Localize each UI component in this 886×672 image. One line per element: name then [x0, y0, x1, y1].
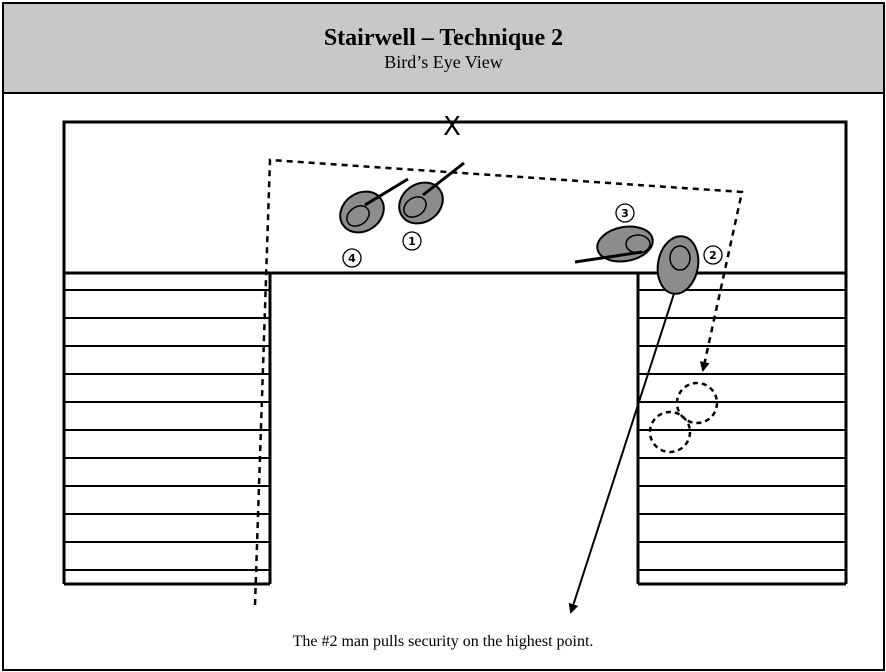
next-position-2: [648, 410, 692, 454]
svg-text:4: 4: [348, 252, 356, 265]
label-operator-4: 4: [342, 248, 362, 268]
label-operator-1: 1: [402, 231, 422, 251]
landing-outline: [62, 120, 848, 273]
diagram-caption: The #2 man pulls security on the highest…: [292, 633, 594, 650]
diagram-title: Stairwell – Technique 2: [323, 25, 564, 51]
label-operator-2: 2: [703, 245, 723, 265]
header-panel: Stairwell – Technique 2 Bird’s Eye View: [4, 4, 883, 94]
operator-1: [398, 161, 465, 225]
operator-2: [656, 235, 700, 295]
operator-4: [339, 177, 409, 234]
diagram-subtitle: Bird’s Eye View: [384, 52, 503, 72]
label-operator-3: 3: [615, 203, 635, 223]
left-stair-flight: [62, 273, 272, 586]
svg-text:2: 2: [709, 249, 717, 262]
movement-path: [253, 158, 744, 606]
svg-text:1: 1: [408, 235, 416, 248]
svg-text:3: 3: [621, 207, 629, 220]
right-stair-flight: [636, 273, 848, 586]
x-marker: X: [443, 112, 461, 142]
next-position-1: [675, 381, 719, 425]
security-arrow: [568, 271, 682, 614]
operator-3: [574, 225, 654, 264]
